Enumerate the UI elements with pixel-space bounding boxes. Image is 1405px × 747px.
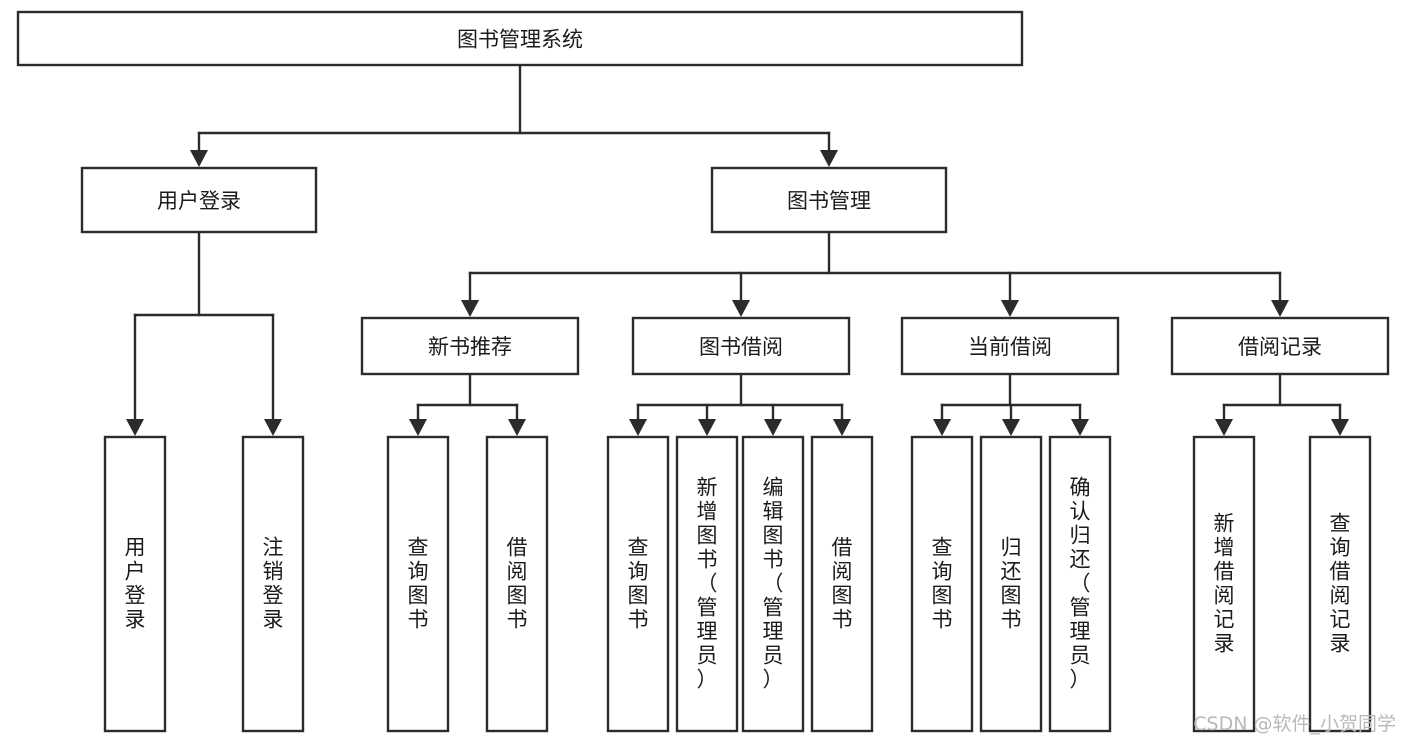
node-label: 注销登录 xyxy=(263,536,284,632)
node-leaf-add-book[interactable]: 新增图书（管理员） xyxy=(675,435,739,733)
node-box[interactable] xyxy=(360,316,580,376)
node-leaf-query-book-3[interactable]: 查询图书 xyxy=(910,435,974,733)
node-label: 确认归还（管理员） xyxy=(1070,476,1091,692)
arrow-head-icon xyxy=(732,300,750,317)
node-box[interactable] xyxy=(1048,435,1112,733)
node-label: 借阅图书 xyxy=(832,536,853,632)
arrow-head-icon xyxy=(933,419,951,436)
arrow-head-icon xyxy=(764,419,782,436)
node-box[interactable] xyxy=(241,435,305,733)
node-label: 图书管理 xyxy=(787,189,871,213)
node-label: 归还图书 xyxy=(1001,536,1022,632)
node-label: 图书借阅 xyxy=(699,335,783,359)
node-leaf-query-book-2[interactable]: 查询图书 xyxy=(606,435,670,733)
node-label: 查询借阅记录 xyxy=(1330,512,1351,656)
arrow-head-icon xyxy=(409,419,427,436)
node-box[interactable] xyxy=(386,435,450,733)
node-book-borrow[interactable]: 图书借阅 xyxy=(631,316,851,376)
node-box[interactable] xyxy=(900,316,1120,376)
node-box[interactable] xyxy=(16,10,1024,67)
node-box[interactable] xyxy=(979,435,1043,733)
node-label: 查询图书 xyxy=(408,536,429,632)
arrow-head-icon xyxy=(1215,419,1233,436)
node-box[interactable] xyxy=(631,316,851,376)
node-box[interactable] xyxy=(675,435,739,733)
arrow-head-icon xyxy=(1001,300,1019,317)
node-leaf-query-borrow-record[interactable]: 查询借阅记录 xyxy=(1308,435,1372,733)
node-box[interactable] xyxy=(910,435,974,733)
node-leaf-add-borrow-record[interactable]: 新增借阅记录 xyxy=(1192,435,1256,733)
node-box[interactable] xyxy=(1308,435,1372,733)
node-borrow-record[interactable]: 借阅记录 xyxy=(1170,316,1390,376)
node-layer: 图书管理系统用户登录图书管理新书推荐图书借阅当前借阅借阅记录用户登录注销登录查询… xyxy=(16,10,1390,733)
arrow-head-icon xyxy=(820,150,838,167)
node-box[interactable] xyxy=(485,435,549,733)
node-user-login[interactable]: 用户登录 xyxy=(80,166,318,234)
node-root[interactable]: 图书管理系统 xyxy=(16,10,1024,67)
node-label: 编辑图书（管理员） xyxy=(763,476,784,692)
node-box[interactable] xyxy=(710,166,948,234)
node-new-book-recommend[interactable]: 新书推荐 xyxy=(360,316,580,376)
arrow-head-icon xyxy=(1002,419,1020,436)
node-book-management[interactable]: 图书管理 xyxy=(710,166,948,234)
node-box[interactable] xyxy=(1170,316,1390,376)
node-label: 借阅记录 xyxy=(1238,335,1322,359)
node-box[interactable] xyxy=(80,166,318,234)
node-label: 查询图书 xyxy=(932,536,953,632)
csdn-watermark: CSDN @软件_小贺同学 xyxy=(1193,713,1396,735)
node-box[interactable] xyxy=(606,435,670,733)
node-label: 新书推荐 xyxy=(428,335,512,359)
arrow-head-icon xyxy=(126,419,144,436)
node-leaf-borrow-book-1[interactable]: 借阅图书 xyxy=(485,435,549,733)
node-label: 图书管理系统 xyxy=(457,28,583,52)
node-leaf-confirm-return[interactable]: 确认归还（管理员） xyxy=(1048,435,1112,733)
arrow-head-icon xyxy=(461,300,479,317)
node-label: 用户登录 xyxy=(157,189,241,213)
arrow-head-icon xyxy=(1331,419,1349,436)
arrow-head-icon xyxy=(833,419,851,436)
node-leaf-user-login[interactable]: 用户登录 xyxy=(103,435,167,733)
node-label: 用户登录 xyxy=(125,536,146,632)
node-label: 新增图书（管理员） xyxy=(697,476,718,692)
arrow-head-icon xyxy=(264,419,282,436)
arrow-head-icon xyxy=(629,419,647,436)
node-box[interactable] xyxy=(1192,435,1256,733)
node-box[interactable] xyxy=(103,435,167,733)
node-box[interactable] xyxy=(810,435,874,733)
node-label: 查询图书 xyxy=(628,536,649,632)
node-leaf-edit-book[interactable]: 编辑图书（管理员） xyxy=(741,435,805,733)
node-box[interactable] xyxy=(741,435,805,733)
arrow-head-icon xyxy=(1271,300,1289,317)
node-label: 新增借阅记录 xyxy=(1214,512,1235,656)
connector-layer xyxy=(126,63,1349,436)
arrow-head-icon xyxy=(698,419,716,436)
arrow-head-icon xyxy=(508,419,526,436)
node-leaf-return-book[interactable]: 归还图书 xyxy=(979,435,1043,733)
node-leaf-query-book-1[interactable]: 查询图书 xyxy=(386,435,450,733)
node-leaf-user-logout[interactable]: 注销登录 xyxy=(241,435,305,733)
arrow-head-icon xyxy=(1071,419,1089,436)
node-label: 当前借阅 xyxy=(968,335,1052,359)
node-leaf-borrow-book-2[interactable]: 借阅图书 xyxy=(810,435,874,733)
node-current-borrow[interactable]: 当前借阅 xyxy=(900,316,1120,376)
arrow-head-icon xyxy=(190,150,208,167)
node-label: 借阅图书 xyxy=(507,536,528,632)
